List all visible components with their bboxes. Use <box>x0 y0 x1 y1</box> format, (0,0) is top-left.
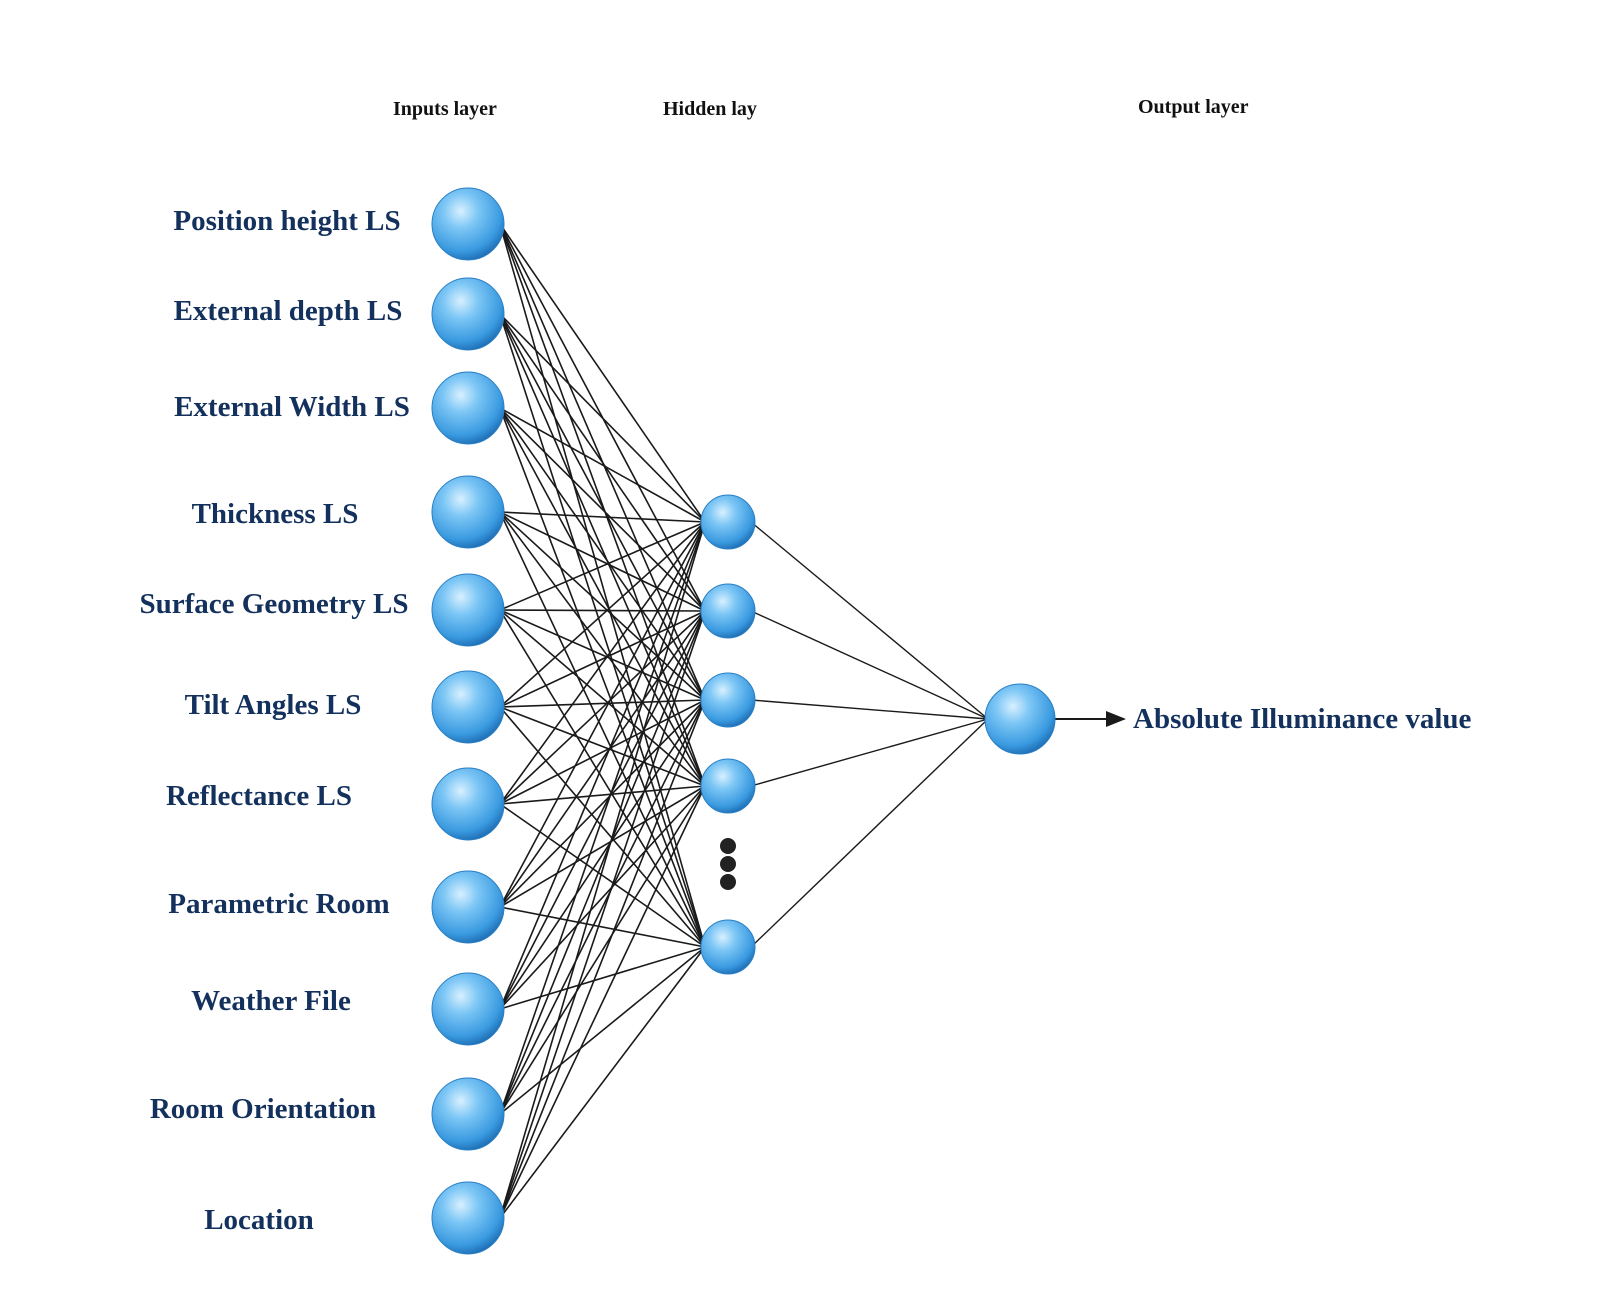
edge-input-4-hidden-4 <box>499 609 706 948</box>
input-node-9 <box>431 1077 505 1151</box>
edge-input-4-hidden-3 <box>499 609 706 787</box>
output-layer-title: Output layer <box>1138 96 1249 118</box>
edge-input-3-hidden-0 <box>499 511 706 523</box>
edge-input-10-hidden-0 <box>499 521 706 1219</box>
edge-input-1-hidden-1 <box>499 313 706 612</box>
edge-input-10-hidden-1 <box>499 610 706 1219</box>
edge-input-2-hidden-4 <box>499 407 706 948</box>
edge-input-2-hidden-0 <box>499 407 706 523</box>
edge-input-9-hidden-2 <box>499 699 706 1115</box>
edge-input-1-hidden-0 <box>499 313 706 523</box>
input-layer-title: Inputs layer <box>393 98 497 120</box>
edge-input-5-hidden-3 <box>499 706 706 787</box>
hidden-node-4 <box>700 919 756 975</box>
edge-input-9-hidden-4 <box>499 946 706 1115</box>
input-label-thickness: Thickness LS <box>191 498 359 530</box>
edge-hidden-3-output <box>750 718 989 787</box>
edge-input-5-hidden-1 <box>499 610 706 708</box>
input-node-6 <box>431 767 505 841</box>
edge-input-6-hidden-2 <box>499 699 706 805</box>
edge-input-7-hidden-1 <box>499 610 706 908</box>
edge-input-9-hidden-0 <box>499 521 706 1115</box>
input-label-parametric-room: Parametric Room <box>168 888 390 920</box>
hidden-node-1 <box>700 583 756 639</box>
edge-input-3-hidden-4 <box>499 511 706 948</box>
edge-input-6-hidden-4 <box>499 803 706 948</box>
hidden-node-3 <box>700 758 756 814</box>
hidden-layer-title: Hidden lay <box>663 98 757 120</box>
edge-input-10-hidden-4 <box>499 946 706 1219</box>
input-label-room-orientation: Room Orientation <box>149 1093 377 1125</box>
edge-input-7-hidden-0 <box>499 521 706 908</box>
input-label-surface-geometry: Surface Geometry LS <box>139 588 409 620</box>
input-node-0 <box>431 187 505 261</box>
output-label: Absolute Illuminance value <box>1133 703 1472 735</box>
edge-input-6-hidden-1 <box>499 610 706 805</box>
edge-input-10-hidden-2 <box>499 699 706 1219</box>
input-node-3 <box>431 475 505 549</box>
input-node-4 <box>431 573 505 647</box>
edge-input-8-hidden-3 <box>499 785 706 1010</box>
output-node <box>984 683 1056 755</box>
edge-input-5-hidden-4 <box>499 706 706 948</box>
edge-input-5-hidden-2 <box>499 699 706 708</box>
edge-input-5-hidden-0 <box>499 521 706 708</box>
edge-input-4-hidden-0 <box>499 521 706 611</box>
edge-input-7-hidden-4 <box>499 906 706 948</box>
edge-input-6-hidden-3 <box>499 785 706 805</box>
edge-hidden-4-output <box>750 718 989 948</box>
edge-input-9-hidden-3 <box>499 785 706 1115</box>
edge-input-4-hidden-2 <box>499 609 706 701</box>
edge-input-4-hidden-1 <box>499 609 706 612</box>
hidden-ellipsis-dot-2 <box>720 874 736 890</box>
hidden-ellipsis-dot-1 <box>720 856 736 872</box>
edge-input-2-hidden-1 <box>499 407 706 612</box>
edge-hidden-0-output <box>750 521 989 720</box>
edge-input-0-hidden-3 <box>499 223 706 787</box>
input-node-7 <box>431 870 505 944</box>
edge-input-0-hidden-0 <box>499 223 706 523</box>
edge-input-10-hidden-3 <box>499 785 706 1219</box>
input-label-position-height: Position height LS <box>173 205 401 237</box>
hidden-node-0 <box>700 494 756 550</box>
edge-input-8-hidden-4 <box>499 946 706 1010</box>
edge-input-6-hidden-0 <box>499 521 706 805</box>
input-node-10 <box>431 1181 505 1255</box>
input-label-external-depth: External depth LS <box>173 295 403 327</box>
input-node-1 <box>431 277 505 351</box>
edge-hidden-2-output <box>750 699 989 720</box>
edge-input-3-hidden-2 <box>499 511 706 701</box>
edge-input-1-hidden-3 <box>499 313 706 787</box>
input-node-8 <box>431 972 505 1046</box>
input-label-reflectance: Reflectance LS <box>165 780 353 812</box>
edge-input-3-hidden-1 <box>499 511 706 612</box>
edge-input-8-hidden-0 <box>499 521 706 1010</box>
input-node-2 <box>431 371 505 445</box>
input-label-weather-file: Weather File <box>191 985 351 1017</box>
edge-hidden-1-output <box>750 610 989 720</box>
edge-input-8-hidden-1 <box>499 610 706 1010</box>
hidden-node-2 <box>700 672 756 728</box>
edge-input-7-hidden-3 <box>499 785 706 908</box>
edge-input-7-hidden-2 <box>499 699 706 908</box>
edge-input-2-hidden-2 <box>499 407 706 701</box>
edge-input-0-hidden-4 <box>499 223 706 948</box>
edge-input-9-hidden-1 <box>499 610 706 1115</box>
edge-input-8-hidden-2 <box>499 699 706 1010</box>
input-label-location: Location <box>204 1204 314 1236</box>
hidden-ellipsis-dot-0 <box>720 838 736 854</box>
input-label-external-width: External Width LS <box>174 391 410 423</box>
edge-input-3-hidden-3 <box>499 511 706 787</box>
edge-input-2-hidden-3 <box>499 407 706 787</box>
input-node-5 <box>431 670 505 744</box>
input-label-tilt-angles: Tilt Angles LS <box>184 689 362 721</box>
